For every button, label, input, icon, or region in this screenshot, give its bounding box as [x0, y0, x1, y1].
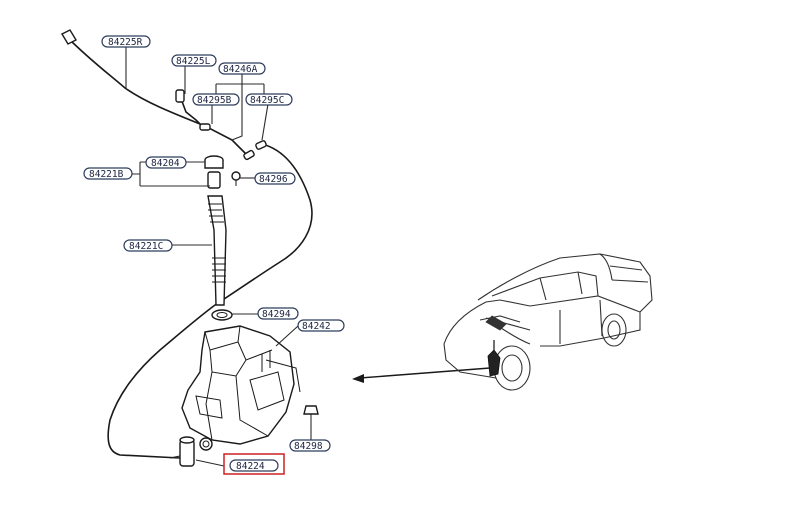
label-84296: 84296 [259, 174, 288, 185]
grommet-84296 [231, 171, 241, 186]
callout-84295B[interactable]: 84295B [192, 93, 240, 106]
callout-84294[interactable]: 84294 [257, 307, 299, 320]
label-84246A: 84246A [223, 64, 258, 75]
callout-84225R[interactable]: 84225R [101, 35, 151, 48]
callout-84242[interactable]: 84242 [297, 319, 345, 332]
label-84242: 84242 [302, 321, 331, 332]
reservoir-tank-84242 [181, 325, 301, 445]
callout-84295C[interactable]: 84295C [245, 93, 293, 106]
label-84224: 84224 [236, 461, 265, 472]
filler-cap-84204 [204, 155, 224, 189]
bolt-84298 [303, 405, 319, 422]
label-84298: 84298 [294, 441, 323, 452]
location-arrow [352, 367, 491, 383]
highlight-box [223, 453, 285, 475]
label-84204: 84204 [151, 158, 180, 169]
label-84295B: 84295B [197, 95, 232, 106]
callout-84296[interactable]: 84296 [254, 172, 296, 185]
callout-84221C[interactable]: 84221C [123, 239, 173, 252]
vehicle-location-illustration [443, 253, 653, 391]
label-84225L: 84225L [176, 56, 211, 67]
label-84225R: 84225R [108, 37, 143, 48]
label-84221C: 84221C [129, 241, 163, 252]
nozzle-right [61, 29, 77, 45]
leader-lines [125, 42, 312, 467]
callout-84298[interactable]: 84298 [289, 439, 331, 452]
nozzle-left [175, 89, 185, 103]
label-84294: 84294 [262, 309, 291, 320]
filler-tube-84221C [207, 195, 227, 306]
callout-84221B[interactable]: 84221B [83, 167, 133, 180]
washer-pump-84224 [169, 436, 213, 467]
seal-84294 [211, 309, 233, 321]
washer-hoses [67, 37, 313, 459]
callout-84225L[interactable]: 84225L [171, 54, 217, 67]
label-84221B: 84221B [89, 169, 124, 180]
callout-84246A[interactable]: 84246A [218, 62, 266, 75]
callout-84224[interactable]: 84224 [223, 453, 285, 475]
callout-84204[interactable]: 84204 [145, 156, 187, 169]
label-84295C: 84295C [250, 95, 284, 106]
hose-joints [199, 123, 267, 161]
